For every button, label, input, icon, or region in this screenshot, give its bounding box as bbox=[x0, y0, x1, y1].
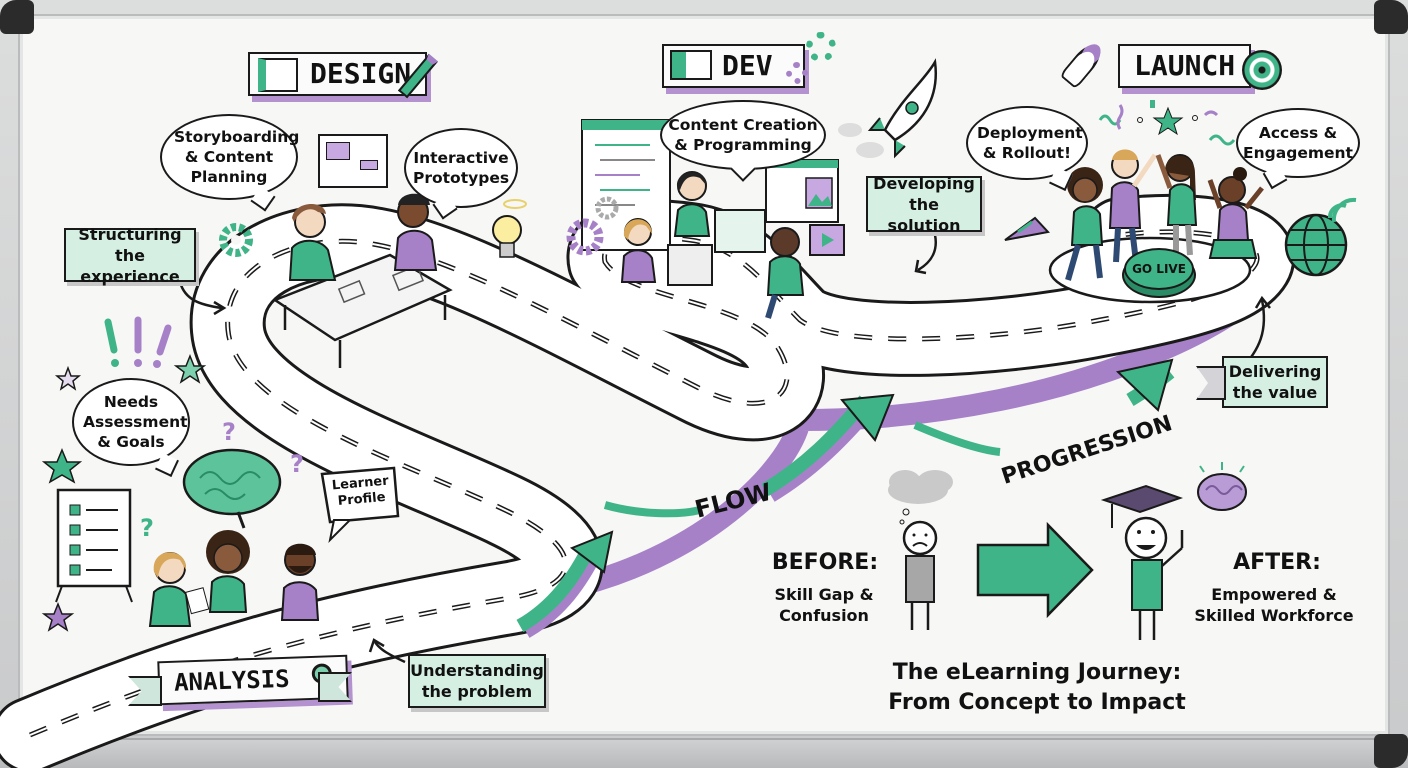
after-description: Empowered & Skilled Workforce bbox=[1194, 585, 1354, 625]
whiteboard-tray bbox=[0, 738, 1408, 768]
gear-icon-purple bbox=[566, 196, 619, 256]
flow-arrow-lower bbox=[516, 530, 614, 638]
analysis-label: ANALYSIS bbox=[173, 664, 291, 697]
phase-title-launch: LAUNCH bbox=[1118, 44, 1252, 88]
launch-person-2 bbox=[1108, 149, 1158, 263]
stars bbox=[41, 353, 207, 632]
gear-icon-green bbox=[219, 223, 253, 257]
frame-corner bbox=[1374, 0, 1408, 34]
designer-person-green bbox=[288, 203, 337, 281]
monitor-icon bbox=[670, 50, 712, 80]
phase-title-dev: DEV bbox=[662, 44, 805, 88]
dev-person-blonde bbox=[620, 218, 657, 283]
before-person bbox=[888, 470, 953, 630]
note-structuring: Structuring the experience bbox=[64, 225, 196, 286]
bubble-needs: Needs Assessment & Goals bbox=[72, 378, 190, 477]
confetti bbox=[1098, 100, 1236, 146]
bubble-prototypes: Interactive Prototypes bbox=[404, 128, 518, 220]
question-mark: ? bbox=[290, 450, 304, 478]
bubble-content-creation: Content Creation & Programming bbox=[660, 100, 826, 182]
rocket-icon bbox=[838, 58, 938, 159]
pointer-arrow bbox=[917, 234, 937, 272]
bubble-storyboarding: Storyboarding & Content Planning bbox=[160, 114, 299, 212]
bubble-deployment: Deployment & Rollout! bbox=[966, 106, 1088, 191]
design-label: DESIGN bbox=[310, 57, 412, 90]
gear-icon-dev-small bbox=[786, 62, 808, 84]
checklist-board-icon bbox=[55, 488, 133, 603]
flow-arrow bbox=[603, 393, 895, 518]
dev-label: DEV bbox=[722, 49, 773, 82]
after-person-graduate bbox=[1100, 484, 1184, 640]
launch-person-1 bbox=[1065, 167, 1104, 281]
design-table bbox=[272, 253, 453, 368]
learner-profile-note bbox=[320, 466, 400, 544]
wireframe-sketch-icon bbox=[318, 134, 388, 188]
frame-corner bbox=[1374, 734, 1408, 768]
before-description: Skill Gap & Confusion bbox=[774, 585, 874, 625]
lightbulb-icon bbox=[492, 199, 527, 258]
dev-person-dark-hair bbox=[673, 171, 711, 237]
dev-monitor bbox=[667, 209, 845, 286]
page-title: The eLearning Journey: From Concept to I… bbox=[888, 660, 1186, 715]
globe-icon bbox=[1284, 197, 1357, 277]
launch-label: LAUNCH bbox=[1134, 49, 1236, 82]
launch-person-4 bbox=[1207, 167, 1264, 259]
analysis-person-2 bbox=[206, 530, 250, 613]
note-delivering: Delivering the value bbox=[1222, 356, 1328, 408]
pointer-arrow bbox=[373, 641, 406, 664]
go-live-button[interactable]: GO LIVE bbox=[1124, 248, 1194, 290]
blueprint-icon bbox=[258, 58, 298, 92]
target-icon bbox=[1242, 50, 1282, 90]
pointer-arrow bbox=[178, 281, 223, 310]
analysis-person-3 bbox=[280, 543, 320, 621]
note-developing: Developing the solution bbox=[866, 174, 982, 235]
phase-title-design: DESIGN bbox=[248, 52, 428, 96]
analysis-person-1 bbox=[148, 552, 210, 627]
progression-label: PROGRESSION bbox=[998, 411, 1175, 490]
exclamation-marks bbox=[104, 316, 172, 368]
before-heading: BEFORE: bbox=[771, 550, 879, 575]
question-mark: ? bbox=[222, 418, 236, 446]
note-understanding: Understanding the problem bbox=[408, 654, 546, 708]
before-after-arrow bbox=[976, 521, 1094, 619]
bubble-access: Access & Engagement bbox=[1236, 108, 1360, 190]
gear-icon-dev bbox=[806, 32, 836, 62]
dev-media-window bbox=[765, 159, 839, 223]
party-horn-icon bbox=[1004, 216, 1050, 241]
after-heading: AFTER: bbox=[1233, 550, 1321, 575]
brain-icon-purple bbox=[1197, 462, 1247, 511]
learner-profile-label: Learner Profile bbox=[331, 473, 390, 510]
frame-corner bbox=[0, 0, 34, 34]
progression-arrow bbox=[913, 358, 1175, 456]
question-mark: ? bbox=[140, 514, 154, 542]
dev-person-back bbox=[765, 227, 805, 319]
brain-icon-green bbox=[182, 448, 282, 529]
